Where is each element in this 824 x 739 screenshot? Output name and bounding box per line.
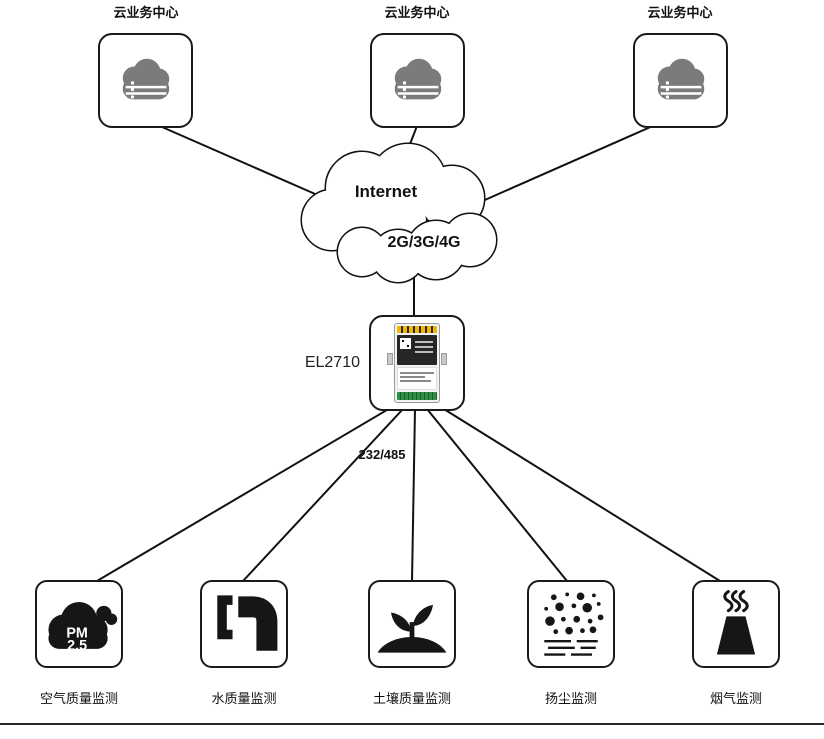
connector-line	[426, 408, 568, 582]
bottom-divider	[0, 723, 824, 725]
cloud-center-node	[370, 33, 465, 128]
cloud-center-node	[633, 33, 728, 128]
soil-plant-icon	[377, 604, 447, 653]
sensor-node	[527, 580, 615, 668]
device-terminal-block	[397, 392, 437, 400]
connector-line	[438, 405, 721, 582]
sensor-node	[368, 580, 456, 668]
pm-label-line2: 2.5	[67, 638, 87, 654]
serial-bus-label: 232/485	[358, 447, 406, 462]
sensor-label: 扬尘监测	[544, 691, 597, 706]
internet-label: Internet	[355, 182, 418, 201]
sensor-label: 空气质量监测	[39, 691, 118, 706]
flue-gas-icon	[716, 590, 756, 655]
cloud-server-icon	[657, 58, 704, 99]
device-body	[394, 323, 440, 403]
internet-cloud: Internet 2G/3G/4G	[300, 142, 498, 284]
connector-line	[96, 406, 393, 582]
device-panel-text	[415, 341, 433, 356]
cloud-center-label: 云业务中心	[647, 5, 713, 20]
cloud-center-label: 云业务中心	[384, 5, 450, 20]
sensor-node: PM 2.5	[35, 580, 123, 668]
gateway-device-image	[387, 323, 447, 403]
device-mount-ear	[441, 353, 447, 365]
sensor-node	[692, 580, 780, 668]
device-mount-ear	[387, 353, 393, 365]
device-label-sticker	[397, 367, 437, 390]
sensor-label: 水质量监测	[211, 691, 277, 706]
connector-line	[411, 408, 416, 582]
connector-line	[161, 126, 323, 198]
cloud-server-icon	[394, 58, 441, 99]
dust-particles-icon	[544, 592, 604, 656]
pm25-cloud-icon: PM 2.5	[48, 602, 118, 654]
cloud-center-node	[98, 33, 193, 128]
qr-code	[400, 338, 411, 349]
connector-line	[477, 124, 656, 204]
device-antenna-strip	[397, 326, 437, 333]
cloud-center-label: 云业务中心	[113, 5, 179, 20]
water-pipe-icon	[217, 595, 278, 651]
sensor-label: 烟气监测	[709, 691, 762, 706]
device-front-panel	[397, 335, 437, 365]
pm-label-line1: PM	[66, 625, 87, 641]
network-type-label: 2G/3G/4G	[388, 234, 461, 251]
connector-line	[242, 408, 404, 582]
cloud-server-icon	[122, 58, 169, 99]
device-model-label: EL2710	[304, 354, 360, 371]
sensor-label: 土壤质量监测	[372, 691, 451, 706]
sensor-node	[200, 580, 288, 668]
gateway-device-node	[369, 315, 465, 411]
